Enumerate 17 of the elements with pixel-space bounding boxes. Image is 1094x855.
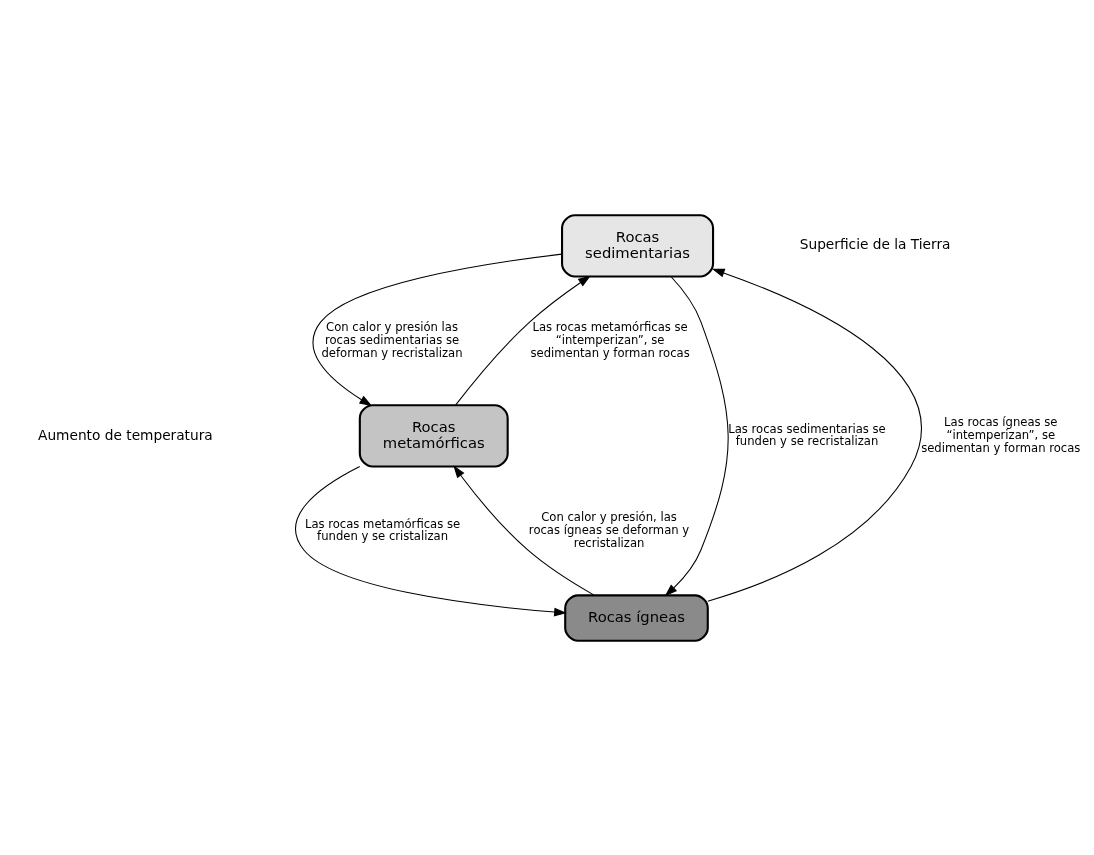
edge-label: Las rocas ígneas se “intemperizan”, se sedimentan y forman rocas — [921, 414, 1081, 455]
label: Aumento de temperatura — [38, 426, 213, 443]
arrow — [707, 268, 922, 602]
edge-label: Las rocas sedimentarias se funden y se recristalizan — [728, 421, 886, 448]
edge-label: Las rocas metamórficas se “intemperizan”, se sedimentan y forman rocas — [530, 319, 690, 360]
edge-label: Las rocas metamórficas se funden y se cristalizan — [304, 516, 461, 543]
arrow — [453, 464, 595, 596]
node-box: Rocas ígneas — [564, 593, 709, 642]
arrow — [295, 465, 567, 616]
arrow — [664, 275, 729, 596]
label: Superficie de la Tierra — [799, 235, 951, 252]
edge-label: Con calor y presión las rocas sedimentarias se deforman y recristalizan — [321, 319, 463, 360]
node-box: Rocas sedimentarias — [561, 213, 715, 278]
edge-label: Con calor y presión, las rocas ígneas se deforman y recristalizan — [528, 509, 690, 550]
arrow — [312, 253, 563, 406]
node-box: Rocas metamórficas — [358, 403, 509, 468]
arrow — [455, 275, 591, 406]
